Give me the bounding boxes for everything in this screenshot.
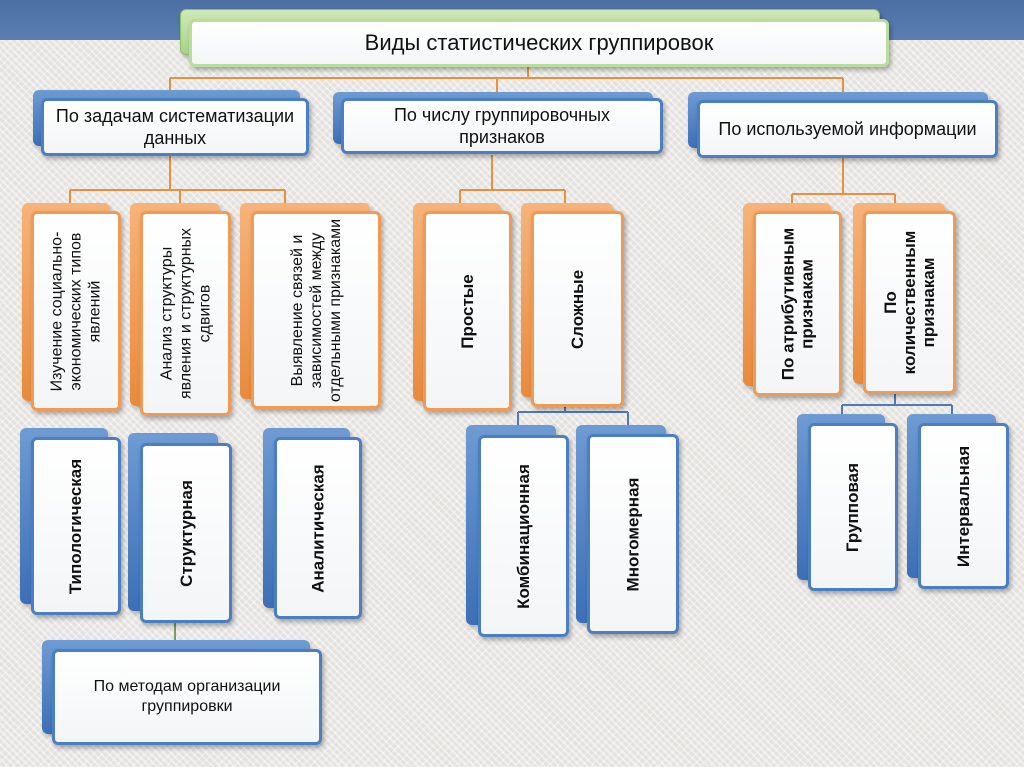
info-quantitative: По количественным признакам [853,203,957,396]
type-multidimensional: Многомерная [576,425,680,635]
count-complex: Сложные [521,203,625,409]
type-combinational-label: Комбинационная [514,463,534,609]
type-multidimensional-label: Многомерная [623,477,643,591]
info-attributive-label: По атрибутивным признакам [778,227,817,380]
type-group-label: Групповая [843,462,863,552]
method-label: По методам организации группировки [93,678,281,715]
method-box: По методам организации группировки [42,640,324,748]
count-simple-label: Простые [458,273,477,349]
type-analytical: Аналитическая [263,428,363,620]
task-structure-label: Анализ структуры явления и структурных с… [158,227,213,400]
type-structural: Структурная [128,433,233,623]
task-structure: Анализ структуры явления и структурных с… [130,203,232,418]
title-box: Виды статистических группировок [180,9,890,69]
info-attributive: По атрибутивным признакам [743,203,843,398]
task-analytic-label: Выявление связей и зависимостей между от… [288,218,344,402]
category-info-label: По используемой информации [718,119,977,139]
diagram-title: Виды статистических группировок [364,30,714,55]
count-simple: Простые [413,203,513,413]
type-typological: Типологическая [20,428,122,616]
type-interval-label: Интервальная [954,445,974,567]
category-info: По используемой информации [688,92,1000,160]
type-group: Групповая [797,414,899,592]
type-typological-label: Типологическая [66,458,86,594]
type-structural-label: Структурная [176,479,196,587]
task-analytic: Выявление связей и зависимостей между от… [240,203,383,411]
task-typology: Изучение социально- экономических типов … [22,203,122,413]
count-complex-label: Сложные [568,269,587,349]
type-combinational: Комбинационная [466,425,570,638]
category-tasks: По задачам систематизации данных [33,90,311,158]
type-interval: Интервальная [907,414,1010,590]
category-count-label: По числу группировочных признаков [393,105,611,147]
category-tasks-label: По задачам систематизации данных [55,106,295,148]
category-count: По числу группировочных признаков [333,92,665,156]
type-analytical-label: Аналитическая [308,463,328,593]
info-quantitative-label: По количественным признакам [881,230,938,375]
task-typology-label: Изучение социально- экономических типов … [48,231,104,391]
